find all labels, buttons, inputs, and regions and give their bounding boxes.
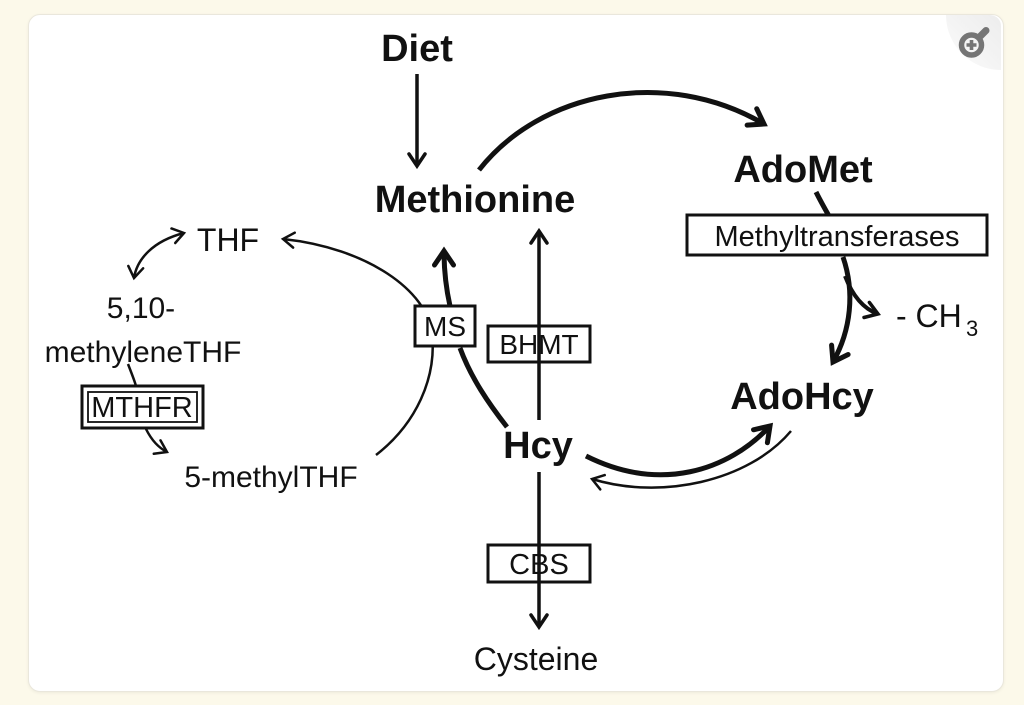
arrow-methyltransferases-to-adohcy — [829, 256, 853, 366]
enzyme-cbs-label: CBS — [509, 549, 569, 581]
bhmt-enzyme-box — [486, 324, 592, 364]
cbs-enzyme-box — [486, 543, 592, 584]
byproduct-methyl-subscript: 3 — [966, 316, 978, 341]
ms-enzyme-box — [413, 304, 477, 348]
node-methylenethf-line2: methyleneTHF — [45, 336, 242, 369]
arrow-thf-methylenethf-bidirectional — [127, 227, 187, 281]
magnifier-plus-icon — [958, 26, 989, 58]
node-cysteine: Cysteine — [474, 641, 599, 677]
node-methionine: Methionine — [375, 179, 576, 221]
enzyme-methyltransferases-label: Methyltransferases — [715, 221, 960, 253]
arrow-hcy-to-adohcy — [584, 422, 774, 478]
enzyme-bhmt-label: BHMT — [499, 329, 578, 360]
node-diet: Diet — [381, 28, 453, 70]
arrow-methyl-release — [843, 275, 881, 320]
enzyme-mthfr-label: MTHFR — [91, 392, 192, 424]
byproduct-methyl-label: - CH — [896, 298, 962, 334]
arrow-adohcy-to-hcy — [589, 430, 792, 491]
line-adomet-to-methyltransferases — [813, 190, 832, 218]
methyltransferases-enzyme-box — [685, 213, 989, 257]
arrow-5methylthf-to-thf — [280, 231, 434, 456]
enzyme-ms-label: MS — [424, 311, 466, 342]
line-hcy-to-ms — [457, 347, 509, 429]
node-thf: THF — [197, 222, 259, 258]
arrow-ms-to-methionine — [432, 246, 457, 307]
node-methylenethf-line1: 5,10- — [107, 292, 175, 325]
arrow-mthfr-to-5methylthf — [144, 428, 169, 456]
node-adomet: AdoMet — [733, 149, 873, 191]
mthfr-enzyme-box-outer — [80, 384, 205, 430]
node-adohcy: AdoHcy — [730, 376, 874, 418]
node-hcy: Hcy — [503, 425, 573, 467]
line-methylenethf-to-mthfr — [126, 363, 138, 387]
node-5methylthf: 5-methylTHF — [184, 461, 357, 494]
arrow-methionine-to-adomet — [477, 90, 768, 172]
mthfr-enzyme-box-inner — [87, 391, 198, 423]
